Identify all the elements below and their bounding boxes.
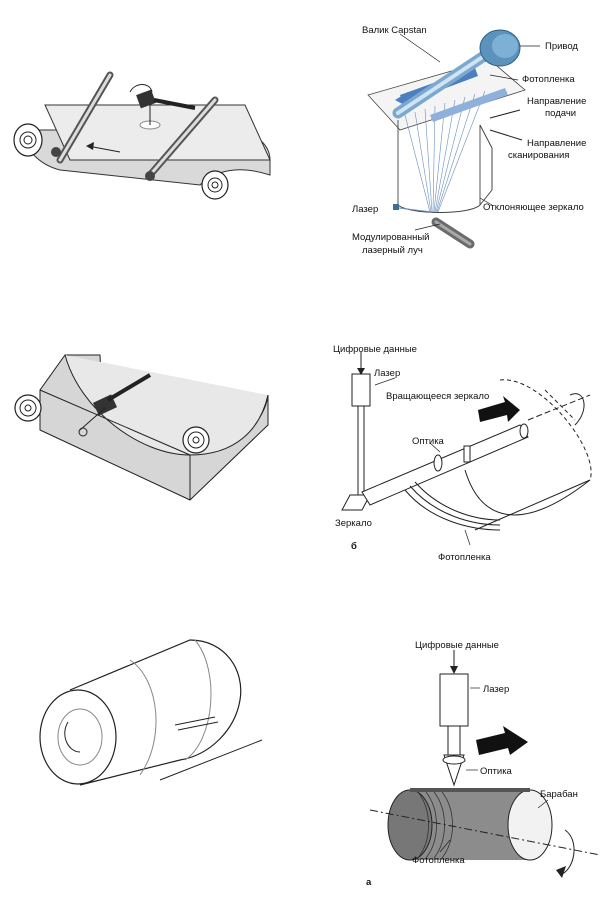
label-modulated-beam-1: Модулированный	[352, 232, 429, 243]
laser-box	[351, 373, 371, 407]
label-deflect-mirror: Отклоняющее зеркало	[483, 202, 584, 213]
label-laser: Лазер	[352, 204, 378, 215]
label-feed-direction-2: подачи	[545, 108, 576, 119]
panel-letter-a: а	[366, 877, 372, 888]
right-roll	[201, 170, 229, 200]
external-drum-diagram: Цифровые данные Лазер Оптика Барабан Фот…	[366, 640, 601, 888]
label-laser: Лазер	[483, 684, 509, 695]
direction-arrow-black	[476, 726, 528, 755]
label-film: Фотопленка	[522, 74, 575, 85]
flatbed-illustration	[13, 71, 271, 200]
internal-drum-illustration	[14, 354, 269, 501]
capstan-illustration: Валик Capstan Привод Фотопленка Направле…	[352, 25, 586, 256]
label-film: Фотопленка	[438, 552, 491, 563]
label-feed-direction-1: Направление	[527, 96, 586, 107]
panel-letter-b: б	[351, 541, 357, 552]
optics-lens	[433, 454, 443, 472]
label-drive: Привод	[545, 41, 578, 52]
label-capstan-roller: Валик Capstan	[362, 25, 427, 36]
label-digital-data: Цифровые данные	[333, 344, 417, 355]
label-modulated-beam-2: лазерный луч	[362, 245, 423, 256]
label-optics: Оптика	[480, 766, 513, 777]
laser-box	[439, 673, 469, 727]
label-rotating-mirror: Вращающееся зеркало	[386, 391, 489, 402]
label-optics: Оптика	[412, 436, 445, 447]
label-film: Фотопленка	[412, 855, 465, 866]
label-digital-data: Цифровые данные	[415, 640, 499, 651]
label-scan-direction-2: сканирования	[508, 150, 569, 161]
label-laser: Лазер	[374, 368, 400, 379]
label-scan-direction-1: Направление	[527, 138, 586, 149]
direction-arrow-black	[478, 396, 520, 422]
laser-head	[136, 89, 156, 109]
internal-drum-diagram: Цифровые данные Лазер Вращающееся зеркал…	[333, 344, 592, 563]
label-drum: Барабан	[540, 789, 578, 800]
label-mirror: Зеркало	[335, 518, 372, 529]
external-drum-illustration	[39, 639, 263, 786]
drum-end	[507, 789, 553, 861]
left-roll	[13, 123, 43, 157]
laser-source	[393, 204, 399, 210]
